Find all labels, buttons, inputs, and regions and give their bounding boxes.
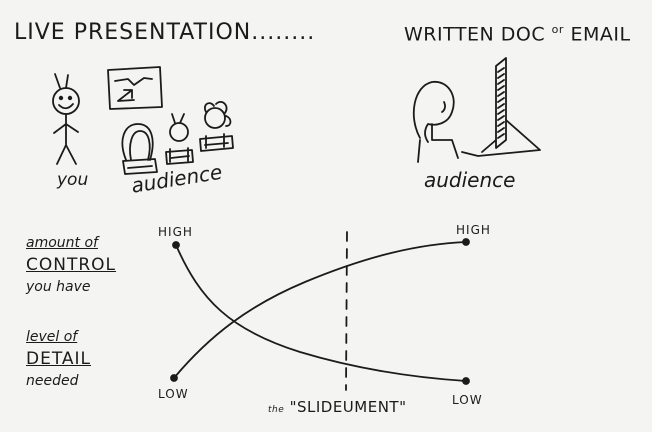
detail-label-line2: DETAIL bbox=[26, 349, 92, 369]
slideument-label: the "SLIDEUMENT" bbox=[268, 400, 406, 415]
control-curve bbox=[173, 241, 467, 379]
you-label: you bbox=[57, 170, 89, 190]
control-label-line2: CONTROL bbox=[26, 255, 117, 275]
curve-endpoint-high-right bbox=[462, 238, 470, 246]
or-label: or bbox=[551, 23, 564, 36]
live-presentation-title: LIVE PRESENTATION........ bbox=[14, 20, 316, 45]
email-label: EMAIL bbox=[570, 23, 631, 46]
presentation-screen-icon bbox=[107, 66, 163, 110]
written-doc-title: WRITTEN DOC or EMAIL bbox=[404, 24, 631, 44]
detail-needed-curve bbox=[175, 244, 467, 382]
slideument-divider-line bbox=[345, 231, 348, 391]
detail-label-line1: level of bbox=[26, 329, 78, 345]
reader-figure-icon bbox=[412, 81, 459, 163]
written-doc-label: WRITTEN DOC bbox=[404, 23, 546, 46]
slideument-text: "SLIDEUMENT" bbox=[289, 398, 407, 416]
curve-endpoint-low-right bbox=[462, 377, 470, 385]
document-monitor-icon bbox=[461, 57, 541, 157]
low-left-label: LOW bbox=[158, 387, 189, 401]
detail-label-line3: needed bbox=[26, 373, 79, 389]
curve-endpoint-low-left bbox=[170, 374, 178, 382]
high-left-label: HIGH bbox=[158, 225, 193, 239]
low-right-label: LOW bbox=[452, 393, 483, 407]
audience-group-icon bbox=[121, 101, 234, 175]
high-right-label: HIGH bbox=[456, 223, 491, 237]
control-label-line1: amount of bbox=[26, 235, 98, 251]
audience-right-label: audience bbox=[424, 168, 516, 192]
control-label-line3: you have bbox=[26, 279, 91, 295]
curve-endpoint-high-left bbox=[172, 241, 180, 249]
presenter-stick-figure bbox=[52, 73, 80, 165]
slideument-prefix: the bbox=[268, 405, 285, 415]
